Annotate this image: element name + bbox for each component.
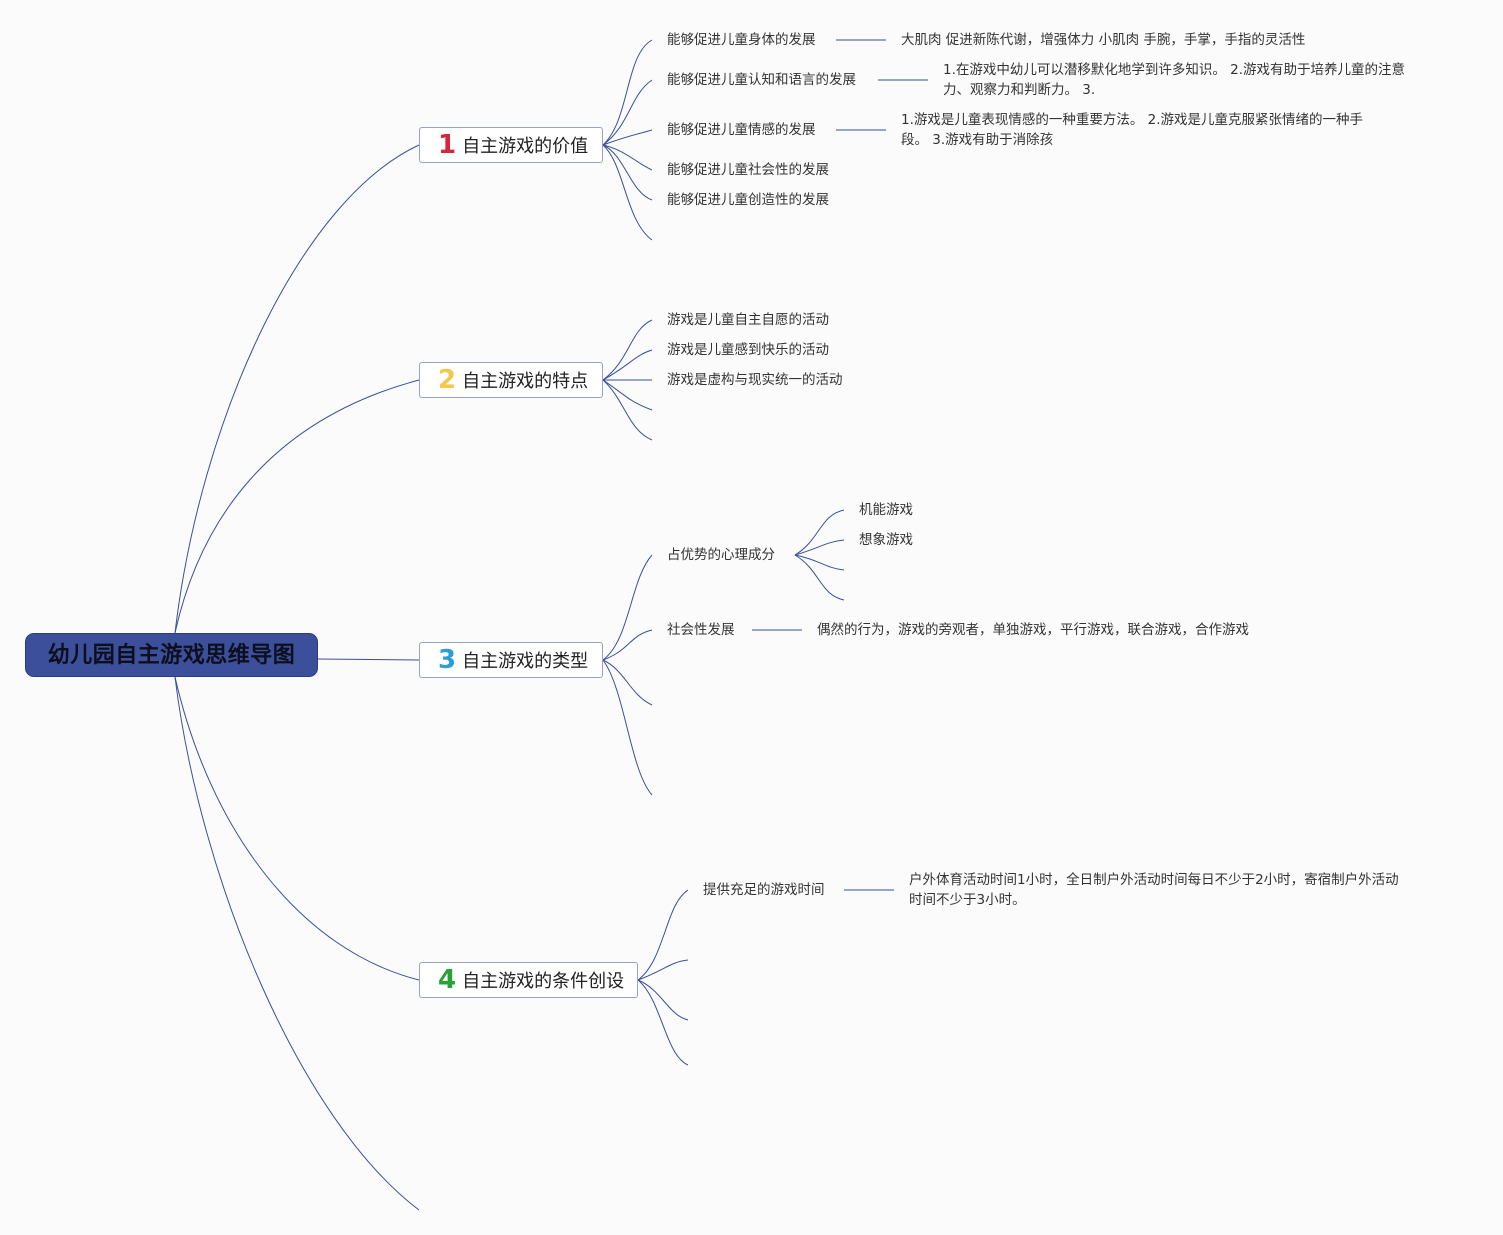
branch-characteristics[interactable]: 2 自主游戏的特点: [419, 362, 603, 398]
branch-conditions[interactable]: 4 自主游戏的条件创设: [419, 962, 638, 998]
leaf-sufficient-play-time[interactable]: 提供充足的游戏时间: [703, 882, 825, 898]
root-topic[interactable]: 幼儿园自主游戏思维导图: [25, 633, 318, 677]
branch-title: 自主游戏的特点: [462, 371, 589, 392]
branch-types[interactable]: 3 自主游戏的类型: [419, 642, 603, 678]
leaf-detail-cognitive[interactable]: 1.在游戏中幼儿可以潜移默化地学到许多知识。 2.游戏有助于培养儿童的注意力、观…: [943, 62, 1406, 98]
leaf-psychological-component[interactable]: 占优势的心理成分: [667, 547, 775, 563]
leaf-voluntary-activity[interactable]: 游戏是儿童自主自愿的活动: [667, 312, 829, 328]
branch-value[interactable]: 1 自主游戏的价值: [419, 127, 603, 163]
leaf-detail-physical[interactable]: 大肌肉 促进新陈代谢，增强体力 小肌肉 手腕，手掌，手指的灵活性: [901, 32, 1306, 48]
leaf-fiction-reality-activity[interactable]: 游戏是虚构与现实统一的活动: [667, 372, 843, 388]
leaf-cognitive-development[interactable]: 能够促进儿童认知和语言的发展: [667, 72, 856, 88]
leaf-happy-activity[interactable]: 游戏是儿童感到快乐的活动: [667, 342, 829, 358]
branch-title: 自主游戏的条件创设: [462, 971, 625, 992]
leaf-functional-play[interactable]: 机能游戏: [859, 502, 913, 518]
branch-number-1: 1: [438, 130, 457, 160]
leaf-detail-play-time[interactable]: 户外体育活动时间1小时，全日制户外活动时间每日不少于2小时，寄宿制户外活动时间不…: [909, 872, 1399, 908]
leaf-detail-emotional[interactable]: 1.游戏是儿童表现情感的一种重要方法。 2.游戏是儿童克服紧张情绪的一种手段。 …: [901, 112, 1364, 148]
leaf-physical-development[interactable]: 能够促进儿童身体的发展: [667, 32, 816, 48]
leaf-emotional-development[interactable]: 能够促进儿童情感的发展: [667, 122, 816, 138]
leaf-social-development[interactable]: 能够促进儿童社会性的发展: [667, 162, 829, 178]
leaf-creative-development[interactable]: 能够促进儿童创造性的发展: [667, 192, 829, 208]
leaf-detail-social-play[interactable]: 偶然的行为，游戏的旁观者，单独游戏，平行游戏，联合游戏，合作游戏: [817, 622, 1249, 638]
branch-number-3: 3: [438, 645, 457, 675]
branch-number-4: 4: [438, 965, 457, 995]
branch-title: 自主游戏的价值: [462, 136, 589, 157]
leaf-imaginative-play[interactable]: 想象游戏: [859, 532, 913, 548]
leaf-social-play-development[interactable]: 社会性发展: [667, 622, 735, 638]
branch-title: 自主游戏的类型: [462, 651, 589, 672]
branch-number-2: 2: [438, 365, 457, 395]
